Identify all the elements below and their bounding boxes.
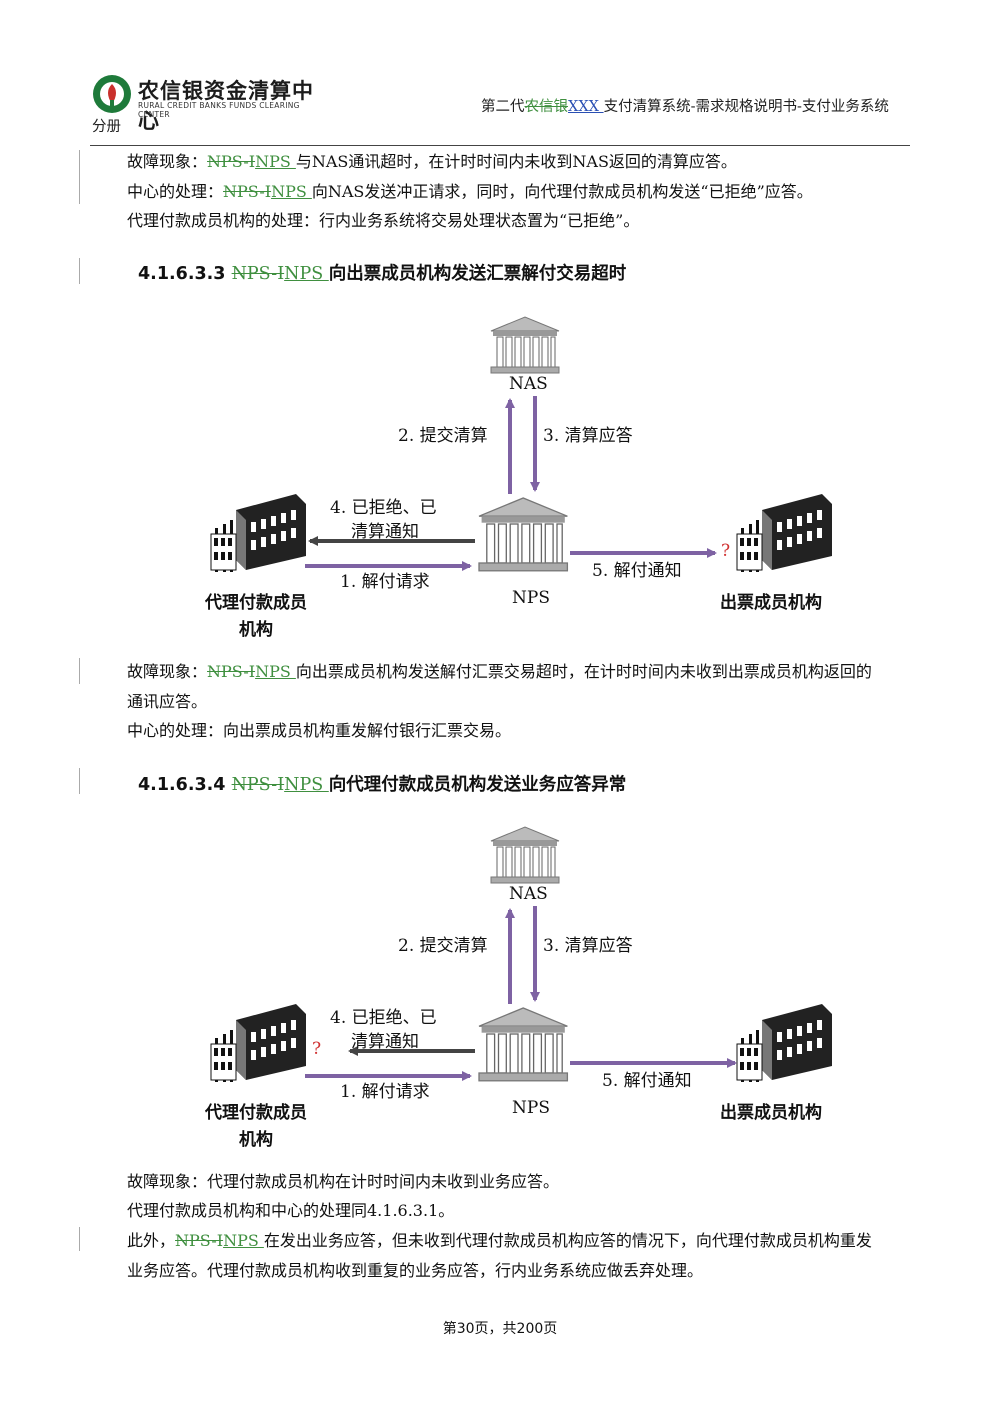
flow-diagram-1: NAS 2. 提交清算 3. 清算应答 4. 已拒绝、已 清算通知 1. 解付请… (0, 0, 1000, 640)
arrow-3-label: 3. 清算应答 (543, 426, 633, 446)
flow-diagram-2: NAS 2. 提交清算 3. 清算应答 4. 已拒绝、已 清算通知 1. 解付请… (0, 510, 1000, 1150)
issuer-member-label: 出票成员机构 (720, 1103, 822, 1123)
change-bar (79, 1227, 80, 1251)
fault-paragraph: 故障现象：NPS-INPS 与NAS通讯超时，在计时时间内未收到NAS返回的清算… (127, 152, 737, 171)
payer-member-label: 代理付款成员机构 (205, 593, 307, 640)
arrow-4-label-line1: 4. 已拒绝、已 (330, 498, 437, 518)
fault-paragraph-3: 故障现象：代理付款成员机构在计时时间内未收到业务应答。 (127, 1172, 560, 1191)
arrow-4-label-line2: 清算通知 (351, 1032, 419, 1052)
timeout-question-mark: ? (312, 1039, 322, 1059)
header-subtitle: 分册 (92, 119, 121, 135)
arrow-2-label: 2. 提交清算 (398, 936, 488, 956)
arrow-1-label: 1. 解付请求 (340, 1082, 430, 1102)
handling-same-paragraph: 代理付款成员机构和中心的处理同4.1.6.3.1。 (127, 1201, 455, 1220)
nas-building-icon (490, 826, 560, 884)
logo-emblem-icon (93, 75, 131, 113)
fault-paragraph-2: 故障现象：NPS-INPS 向出票成员机构发送解付汇票交易超时，在计时时间内未收… (127, 662, 872, 681)
section-heading-4-1-6-3-4: 4.1.6.3.4 NPS-INPS 向代理付款成员机构发送业务应答异常 (138, 775, 627, 795)
change-bar (79, 658, 80, 684)
timeout-question-mark: ? (721, 541, 731, 561)
logo: 农信银资金清算中心 RURAL CREDIT BANKS FUNDS CLEAR… (90, 72, 320, 133)
member-handling-paragraph: 代理付款成员机构的处理：行内业务系统将交易处理状态置为“已拒绝”。 (127, 211, 640, 230)
payer-member-label: 代理付款成员机构 (205, 1103, 307, 1150)
nps-label: NPS (512, 1098, 550, 1118)
nps-building-icon (478, 1007, 569, 1082)
additional-paragraph: 此外，NPS-INPS 在发出业务应答，但未收到代理付款成员机构应答的情况下，向… (127, 1231, 872, 1250)
nas-label: NAS (509, 884, 548, 904)
header-rule (90, 145, 910, 146)
arrow-4-label-line2: 清算通知 (351, 522, 419, 542)
change-bar (79, 768, 80, 794)
arrow-4-label-line1: 4. 已拒绝、已 (330, 1008, 437, 1028)
nps-label: NPS (512, 588, 550, 608)
center-handling-paragraph-2: 中心的处理：向出票成员机构重发解付银行汇票交易。 (127, 721, 512, 740)
header-title: 第二代农信银XXX 支付清算系统-需求规格说明书-支付业务系统 (481, 99, 889, 115)
nas-building-icon (490, 316, 560, 374)
arrow-1-label: 1. 解付请求 (340, 572, 430, 592)
change-bar (79, 150, 80, 204)
logo-cn-text: 农信银资金清算中心 (138, 79, 314, 133)
payer-office-icon (210, 1003, 307, 1083)
center-handling-paragraph: 中心的处理：NPS-INPS 向NAS发送冲正请求，同时，向代理付款成员机构发送… (127, 182, 813, 201)
change-bar (79, 258, 80, 284)
arrow-5-label: 5. 解付通知 (592, 561, 682, 581)
arrow-3-label: 3. 清算应答 (543, 936, 633, 956)
arrow-2-label: 2. 提交清算 (398, 426, 488, 446)
section-heading-4-1-6-3-3: 4.1.6.3.3 NPS-INPS 向出票成员机构发送汇票解付交易超时 (138, 264, 627, 284)
page-number: 第30页，共200页 (442, 1321, 558, 1337)
logo-en-text: RURAL CREDIT BANKS FUNDS CLEARING CENTER (138, 101, 300, 119)
arrow-5-label: 5. 解付通知 (602, 1071, 692, 1091)
issuer-member-label: 出票成员机构 (720, 593, 822, 613)
additional-paragraph-line2: 业务应答。代理付款成员机构收到重复的业务应答，行内业务系统应做丢弃处理。 (127, 1261, 704, 1280)
nas-label: NAS (509, 374, 548, 394)
issuer-office-icon (736, 1003, 833, 1083)
fault-paragraph-2-line2: 通讯应答。 (127, 692, 208, 711)
